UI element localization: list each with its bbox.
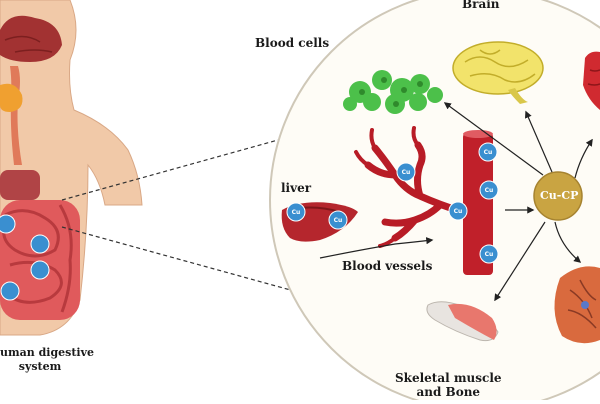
blood-cells-label: Blood cells (255, 36, 330, 50)
cu-ion (478, 142, 498, 162)
blood-vessels-label: Blood vessels (342, 259, 433, 273)
svg-text:Cu: Cu (485, 187, 494, 194)
heart-icon (583, 51, 600, 110)
blood-vessels-icon (354, 126, 493, 275)
connector-upper (61, 139, 279, 201)
skeletal-label-line1: Skeletal muscle (395, 371, 502, 385)
cu-ion (286, 202, 306, 222)
cu-ion (448, 201, 468, 221)
digestive-system-label: uman digestive system (0, 346, 94, 374)
svg-text:Cu: Cu (485, 251, 494, 258)
skeletal-label-line2: and Bone (416, 385, 481, 399)
cu-cp-node (533, 171, 583, 221)
blood-cells-icon (343, 70, 443, 114)
skeletal-muscle-icon (426, 301, 499, 342)
brain-label: Brain (462, 0, 500, 11)
cu-ion (328, 210, 348, 230)
cu-ion (479, 180, 499, 200)
cu-cp-label: Cu-CP (540, 189, 579, 202)
kidney-icon (554, 266, 600, 344)
stomach-icon (0, 83, 23, 112)
skeletal-muscle-label: Skeletal muscle and Bone (395, 371, 502, 399)
circle-cu-ions: Cu Cu Cu Cu Cu Cu Cu (286, 142, 499, 264)
svg-text:Cu: Cu (454, 208, 463, 215)
digestive-label-line2: system (18, 360, 62, 373)
cu-ion (396, 162, 416, 182)
svg-text:Cu: Cu (334, 217, 343, 224)
intestines-icon (0, 200, 80, 320)
svg-text:Cu: Cu (402, 169, 411, 176)
svg-text:Cu: Cu (484, 149, 493, 156)
figure-cu-ions (0, 214, 50, 301)
brain-icon (452, 41, 544, 104)
digestive-label-line1: uman digestive (0, 346, 94, 359)
human-figure (0, 0, 143, 336)
cu-ion (479, 244, 499, 264)
connector-lower (61, 226, 306, 295)
arrows (319, 102, 593, 302)
svg-text:Cu: Cu (292, 209, 301, 216)
liver-label: liver (281, 181, 312, 195)
